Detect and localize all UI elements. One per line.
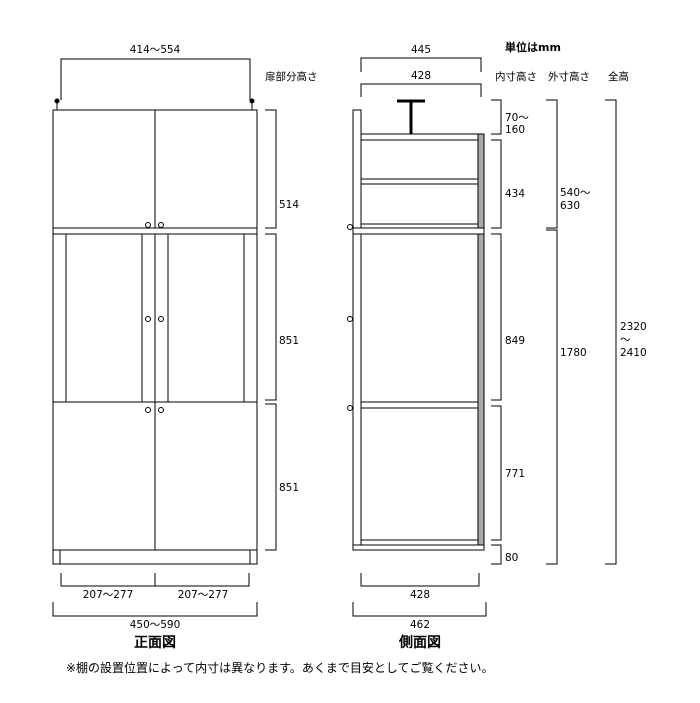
side-bottom-inner: 428 (410, 589, 430, 601)
front-top-width-line (60, 58, 251, 100)
inner-height-5: 80 (505, 552, 518, 564)
outer-height-1b: 630 (560, 200, 580, 212)
middle-knob-right (158, 316, 164, 322)
total-height-b: ～ (620, 334, 631, 346)
side-top-inner: 428 (411, 70, 431, 82)
side-base (352, 544, 485, 551)
side-upper-shelf (360, 178, 479, 185)
inner-height-header: 内寸高さ (495, 70, 537, 83)
side-bottom-outer-line (352, 602, 487, 617)
side-bottom-outer: 462 (410, 619, 430, 631)
door-height-bracket-2 (265, 233, 277, 401)
side-middle-divider (352, 227, 485, 235)
side-lower-shelf (360, 539, 479, 546)
front-base (52, 549, 258, 565)
middle-knob-left (145, 316, 151, 322)
inner-height-1a: 70～ (505, 112, 529, 124)
footnote: ※棚の設置位置によって内寸は異なります。あくまで目安としてご覧ください。 (66, 660, 494, 675)
inner-height-3: 849 (505, 335, 525, 347)
inner-bracket-4 (491, 405, 502, 541)
overall-width-line (52, 602, 258, 617)
total-height-a: 2320 (620, 321, 647, 333)
overall-width: 450～590 (130, 619, 181, 631)
door-height-header: 扉部分高さ (265, 70, 318, 83)
unit-label: 単位はmm (505, 40, 561, 54)
lower-knob-left (145, 407, 151, 413)
outer-bracket-1 (546, 99, 558, 229)
inner-height-2: 434 (505, 188, 525, 200)
side-top-board (360, 133, 479, 141)
bottom-left-width: 207～277 (83, 589, 134, 601)
inner-bracket-3 (491, 233, 502, 401)
inner-bracket-5 (491, 544, 502, 565)
inner-height-4: 771 (505, 468, 525, 480)
total-height-c: 2410 (620, 347, 647, 359)
outer-bracket-2 (546, 229, 558, 565)
side-upper-bottom (360, 223, 479, 229)
front-view: 414～554 514 851 (52, 44, 299, 651)
front-right-pole-head (249, 98, 255, 104)
upper-divider (52, 227, 258, 235)
inner-bracket-2 (491, 139, 502, 229)
front-view-label: 正面図 (134, 635, 176, 651)
door-height-2: 851 (279, 335, 299, 347)
side-bottom-inner-line (360, 573, 480, 587)
side-top-inner-line (360, 83, 482, 97)
outer-height-2: 1780 (560, 347, 587, 359)
side-knob-lower (347, 405, 353, 411)
side-back-panel (477, 133, 485, 551)
side-view-label: 側面図 (398, 634, 441, 651)
total-height-header: 全高 (608, 70, 629, 83)
front-left-pole-head (54, 98, 60, 104)
side-top-outer: 445 (411, 44, 431, 56)
door-height-bracket-3 (265, 403, 277, 551)
total-height-bracket (605, 99, 617, 565)
bottom-right-width: 207～277 (178, 589, 229, 601)
side-middle-shelf (360, 401, 479, 409)
door-height-3: 851 (279, 482, 299, 494)
lower-knob-right (158, 407, 164, 413)
front-top-width-label: 414～554 (130, 44, 181, 56)
door-height-1: 514 (279, 199, 299, 211)
door-height-bracket-1 (265, 109, 277, 229)
side-knob-middle (347, 316, 353, 322)
side-view: 単位はmm 445 428 扉部分高さ 内寸高さ 外寸高さ 全高 (265, 40, 647, 651)
inner-height-1b: 160 (505, 124, 525, 136)
inner-bracket-1 (491, 99, 502, 135)
outer-height-header: 外寸高さ (548, 70, 590, 83)
side-top-outer-line (360, 57, 482, 72)
outer-height-1a: 540～ (560, 187, 591, 199)
side-knob-upper (347, 224, 353, 230)
side-door-panel (352, 109, 362, 551)
